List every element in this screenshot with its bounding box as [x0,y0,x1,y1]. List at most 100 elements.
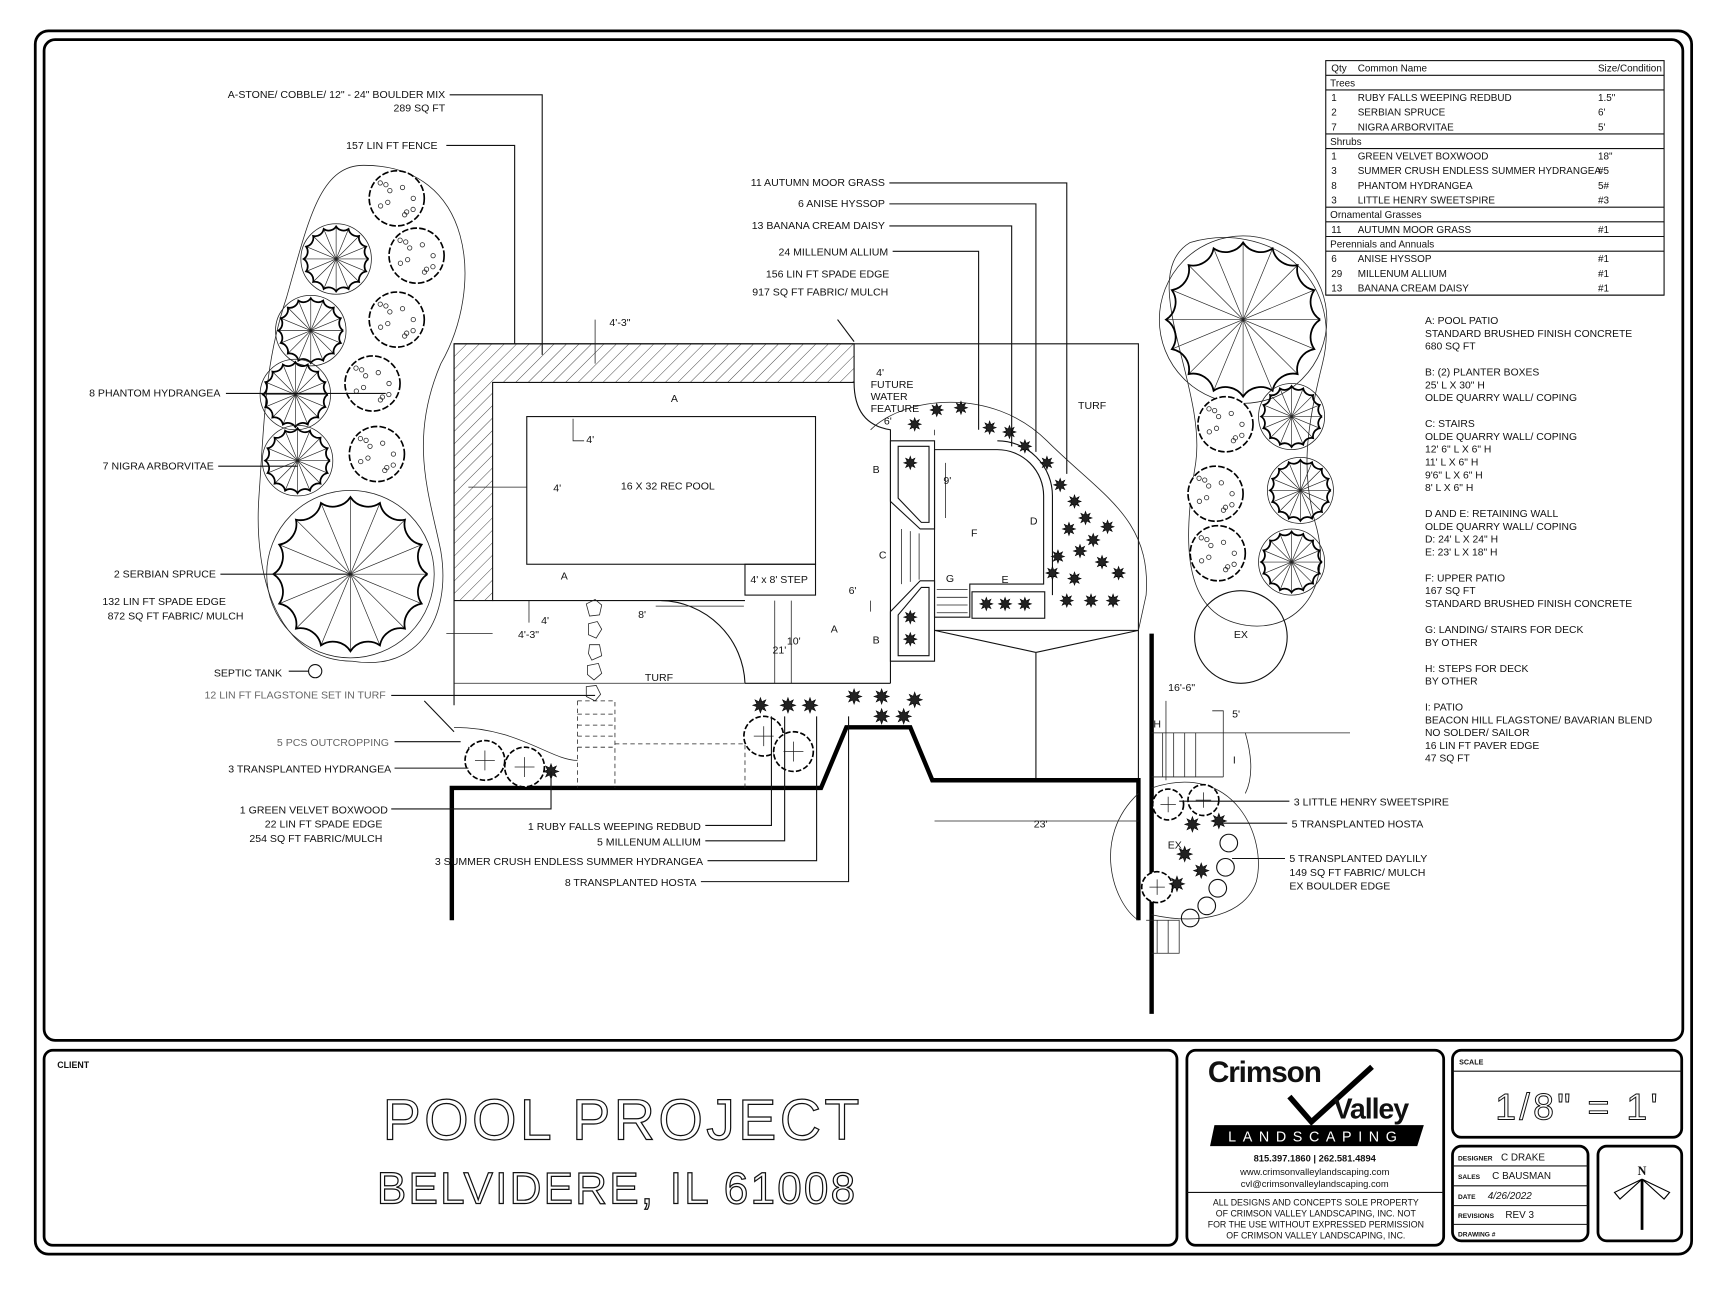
perennial-icon [902,609,918,625]
table-cell-size: #1 [1598,225,1610,236]
water-feature-label: FUTURE [871,379,914,391]
fence-line [453,343,1139,706]
note-line: G: LANDING/ STAIRS FOR DECK [1425,625,1584,636]
area-g: G [946,573,954,585]
table-cell-size: #5 [1598,166,1610,177]
dimension: 4'-3" [609,317,630,329]
table-cell-size: 6' [1598,108,1606,119]
perennial-icon [902,631,918,647]
table-cell-name: ANISE HYSSOP [1358,254,1432,265]
revisions-label: REVISIONS [1458,1213,1495,1220]
drawing-frame [42,38,1685,1042]
note-line: I: PATIO [1425,703,1463,714]
hydrangea-icon [464,739,506,782]
logo-valley: Valley [1333,1094,1409,1126]
area-a: A [831,624,839,636]
callout-stone-area: 289 SQ FT [394,102,446,114]
dimension: 4'-3" [518,629,539,641]
scale-value: 1/8" = 1' [1495,1086,1661,1128]
patio-i [1223,732,1350,794]
bottom-left-bed [454,726,578,761]
hosta-icon [1192,862,1210,880]
callout-flagstone: 12 LIN FT FLAGSTONE SET IN TURF [205,690,387,702]
note-line: 167 SQ FT [1425,586,1476,597]
note-line: F: UPPER PATIO [1425,573,1505,584]
arborvitae-icon [348,425,406,483]
client-box [42,1048,1179,1247]
sheet-border [33,29,1694,1256]
phantom-hydrangea-icon [1258,528,1326,596]
callout-sweetspire: 3 LITTLE HENRY SWEETSPIRE [1294,797,1449,809]
callout-hosta5: 5 TRANSPLANTED HOSTA [1292,819,1425,831]
callout-septic: SEPTIC TANK [214,668,282,680]
dimension: 4' [541,615,549,627]
table-group-title: Ornamental Grasses [1330,210,1421,221]
water-feature-label: WATER [871,391,908,403]
table-cell-name: LITTLE HENRY SWEETSPIRE [1358,196,1496,207]
logo-banner [1210,1125,1424,1147]
callout-hosta8: 8 TRANSPLANTED HOSTA [565,877,698,889]
perennial-icon [906,691,924,709]
disclaimer-line: ALL DESIGNS AND CONCEPTS SOLE PROPERTY [1213,1198,1419,1208]
perennial-icon [801,696,819,714]
flagstones [585,599,603,702]
daylily-icon [1219,833,1239,853]
daylily-icon [1208,878,1228,898]
perennial-icon [1083,593,1099,609]
title-block: CLIENT POOL PROJECT BELVIDERE, IL 61008 … [42,1048,1684,1247]
area-f: F [971,528,978,540]
perennial-icon [1052,477,1068,493]
note-line: C: STAIRS [1425,419,1475,430]
drawing-number-label: DRAWING # [1458,1231,1496,1238]
note-line: 8' L X 6" H [1425,483,1473,494]
note-line: BEACON HILL FLAGSTONE/ BAVARIAN BLEND [1425,715,1652,726]
deck-steps-h [1146,732,1224,954]
dimension: 5' [1232,708,1240,720]
sales-value: C BAUSMAN [1492,1171,1551,1182]
note-line: NO SOLDER/ SAILOR [1425,728,1530,739]
area-e: E [1002,574,1009,586]
planter-box-lower [889,580,936,662]
pool-label: 16 X 32 REC POOL [621,480,715,492]
table-cell-qty: 11 [1331,225,1342,236]
north-arrow-icon [1613,1178,1671,1230]
table-cell-size: 1.5" [1598,93,1616,104]
wall-d [997,440,1053,596]
logo-landscaping: LANDSCAPING [1228,1130,1403,1146]
wall-e-bed [971,591,1046,619]
water-feature-label: FEATURE [871,403,920,415]
area-b: B [873,464,880,476]
perennial-icon [982,420,998,436]
pool-patio [492,382,891,684]
callout-redbud: 1 RUBY FALLS WEEPING REDBUD [528,821,701,833]
note-line: 11' L X 6" H [1425,458,1478,469]
logo-check-icon [1287,1064,1374,1126]
area-ex: EX [1168,840,1182,852]
area-h: H [1153,718,1161,730]
perennial-icon [1078,510,1093,526]
callout-arborvitae: 7 NIGRA ARBORVITAE [103,460,214,472]
perennial-icon [873,707,891,725]
leader-lines [218,94,1290,883]
perennial-icon [978,596,994,612]
table-cell-qty: 29 [1331,269,1343,280]
hosta-icon [1183,815,1201,833]
phantom-hydrangea-icon [1266,456,1334,524]
pool-step [744,563,817,596]
callout-allium24: 24 MILLENUM ALLIUM [778,247,888,259]
date-label: DATE [1458,1194,1476,1201]
hosta-icon [1168,875,1186,893]
plant-symbols [259,169,1334,928]
table-cell-size: #3 [1598,196,1610,207]
logo-crimson: Crimson [1208,1056,1321,1089]
callout-fence: 157 LIN FT FENCE [346,140,437,152]
perennial-icon [1067,571,1082,587]
dimension: 16'-6" [1168,682,1195,694]
